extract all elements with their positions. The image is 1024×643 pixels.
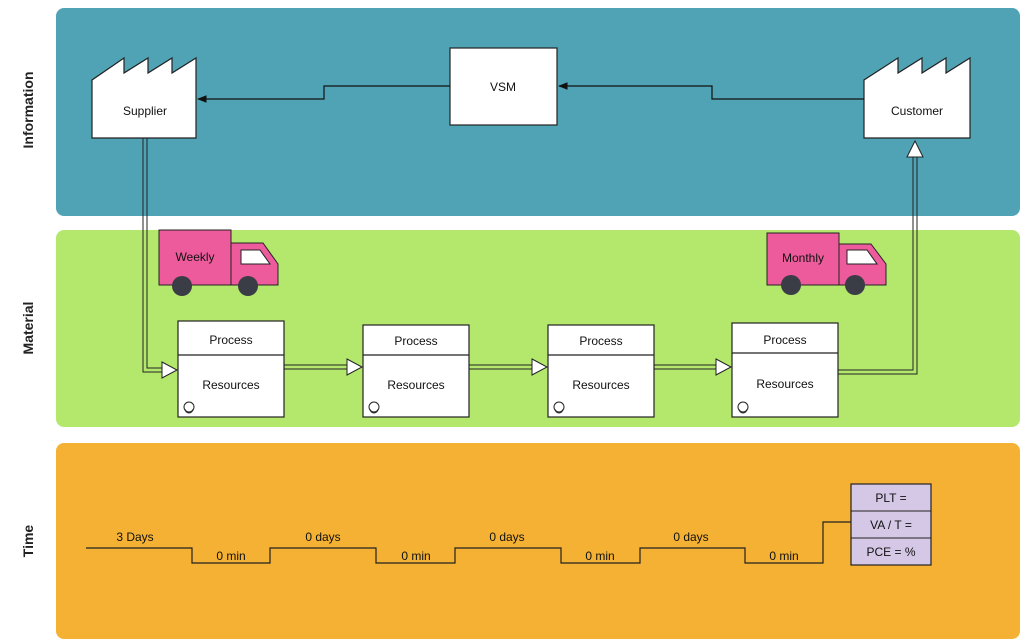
timeline-upper: 0 days <box>489 530 524 544</box>
truck-weekly[interactable]: Weekly <box>158 229 279 296</box>
metric-va-t: VA / T = <box>870 518 912 532</box>
timeline-upper: 3 Days <box>116 530 153 544</box>
vsm-label: VSM <box>490 80 516 94</box>
truck-icon <box>766 232 840 286</box>
truck-monthly[interactable]: Monthly <box>766 232 887 295</box>
timeline-upper: 0 days <box>305 530 340 544</box>
factory-icon <box>91 56 197 139</box>
process-box[interactable]: Process Resources <box>547 324 655 418</box>
timeline-lower: 0 min <box>585 549 614 563</box>
operator-icon <box>553 401 565 414</box>
metric-pce: PCE = % <box>866 545 915 559</box>
process-resources: Resources <box>387 378 444 392</box>
process-resources: Resources <box>202 378 259 392</box>
operator-icon <box>368 401 380 414</box>
process-title: Process <box>763 333 806 347</box>
push-arrow-icon <box>715 358 733 376</box>
process-box[interactable]: Process Resources <box>177 320 285 418</box>
process-title: Process <box>394 334 437 348</box>
truck-icon <box>158 229 232 286</box>
truck-label-monthly: Monthly <box>782 251 824 265</box>
process-box[interactable]: Process Resources <box>731 322 839 418</box>
timeline-lower: 0 min <box>401 549 430 563</box>
vsm-box[interactable]: VSM <box>449 47 558 126</box>
push-arrow-icon <box>161 361 179 379</box>
process-title: Process <box>579 334 622 348</box>
timeline-upper: 0 days <box>673 530 708 544</box>
push-arrow-icon <box>346 358 364 376</box>
timeline-lower: 0 min <box>216 549 245 563</box>
info-arrow-vsm-to-supplier <box>197 85 450 103</box>
customer-label: Customer <box>891 104 943 118</box>
truck-label-weekly: Weekly <box>175 250 214 264</box>
process-title: Process <box>209 333 252 347</box>
process-box[interactable]: Process Resources <box>362 324 470 418</box>
operator-icon <box>737 401 749 414</box>
push-arrow-icon <box>531 358 549 376</box>
supplier-factory[interactable]: Supplier <box>91 56 197 139</box>
factory-icon <box>863 56 971 139</box>
process-resources: Resources <box>756 377 813 391</box>
operator-icon <box>183 401 195 414</box>
process-resources: Resources <box>572 378 629 392</box>
metric-plt: PLT = <box>875 491 906 505</box>
timeline-ladder <box>86 521 851 564</box>
shipment-arrow-icon <box>906 139 924 158</box>
metrics-box[interactable]: PLT = VA / T = PCE = % <box>850 483 932 566</box>
info-arrow-customer-to-vsm <box>558 82 864 100</box>
supplier-label: Supplier <box>123 104 167 118</box>
customer-factory[interactable]: Customer <box>863 56 971 139</box>
timeline-lower: 0 min <box>769 549 798 563</box>
material-flow-lines <box>142 138 918 375</box>
